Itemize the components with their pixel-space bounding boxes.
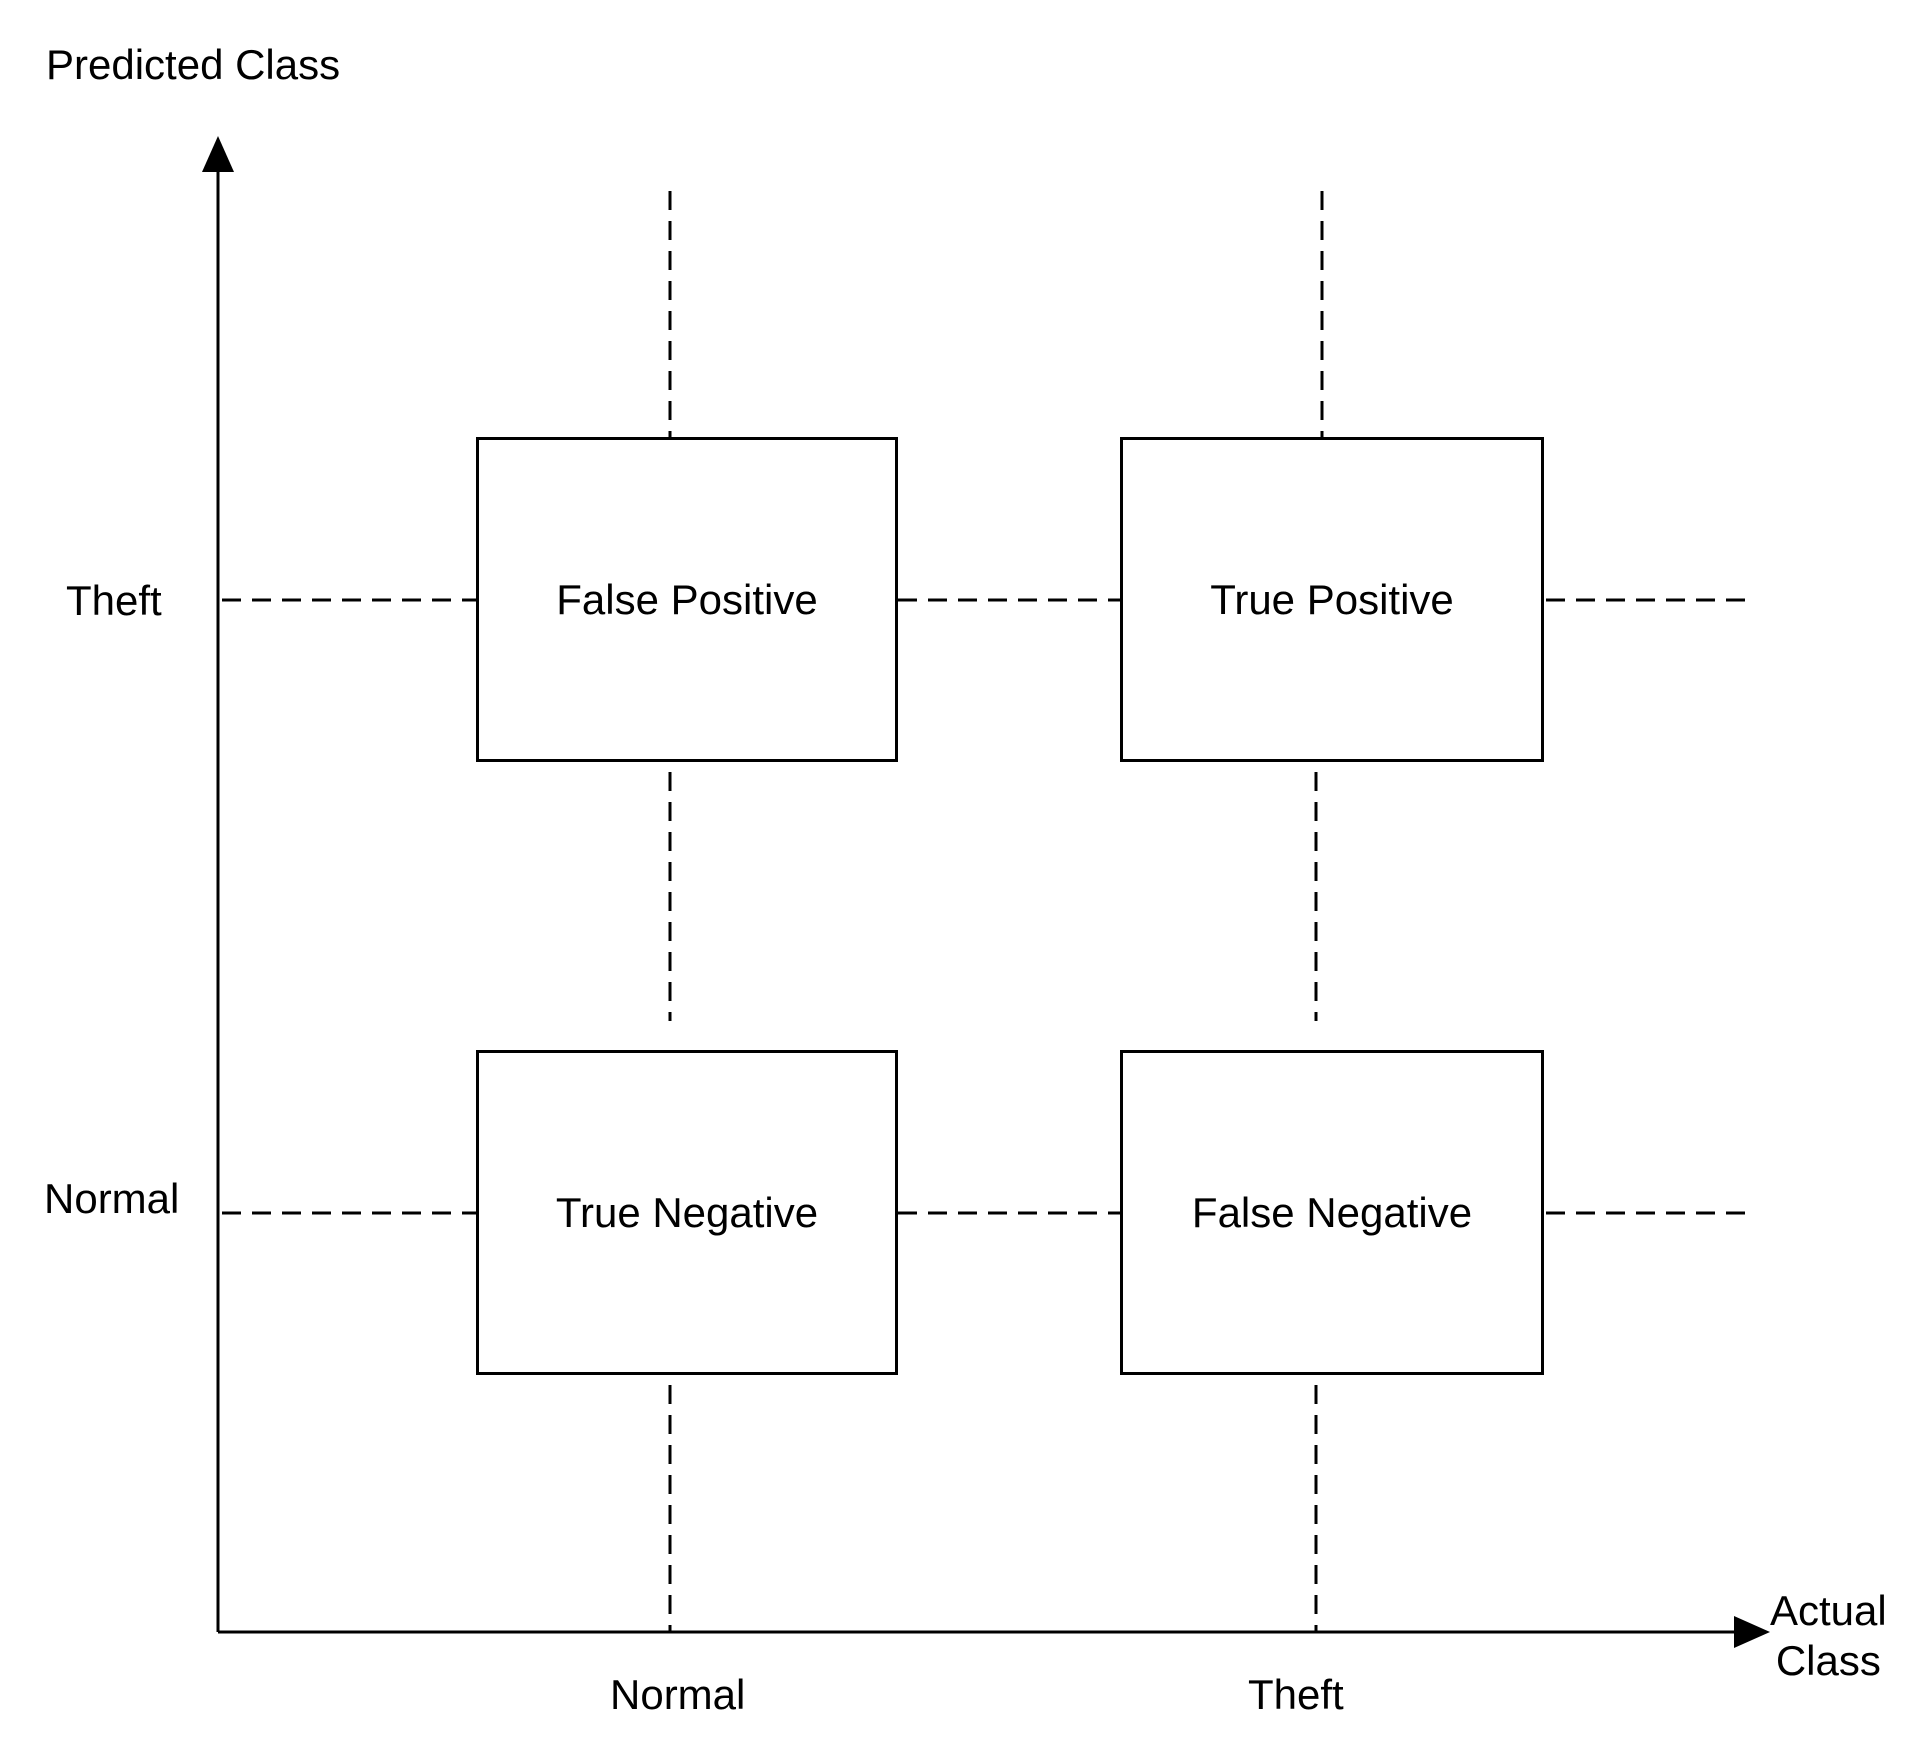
y-axis-arrowhead	[202, 136, 234, 172]
y-tick-label-normal: Normal	[44, 1175, 180, 1222]
cell-false-positive: False Positive	[476, 437, 898, 762]
x-tick-label-normal: Normal	[610, 1671, 746, 1718]
cell-true-negative: True Negative	[476, 1050, 898, 1375]
cell-false-negative: False Negative	[1120, 1050, 1544, 1375]
x-tick-label-theft: Theft	[1248, 1671, 1344, 1718]
x-axis-title: Actual Class	[1770, 1586, 1887, 1685]
cell-true-positive: True Positive	[1120, 437, 1544, 762]
cell-true-negative-label: True Negative	[555, 1188, 819, 1236]
cell-false-positive-label: False Positive	[556, 575, 818, 623]
cell-true-positive-label: True Positive	[1210, 575, 1454, 623]
y-tick-label-theft: Theft	[66, 577, 162, 624]
x-axis-title-line2: Class	[1775, 1636, 1881, 1684]
x-axis-title-line1: Actual	[1770, 1587, 1887, 1634]
x-axis-arrowhead	[1734, 1616, 1770, 1648]
y-axis-title: Predicted Class	[46, 41, 341, 88]
cell-false-negative-label: False Negative	[1191, 1188, 1473, 1236]
